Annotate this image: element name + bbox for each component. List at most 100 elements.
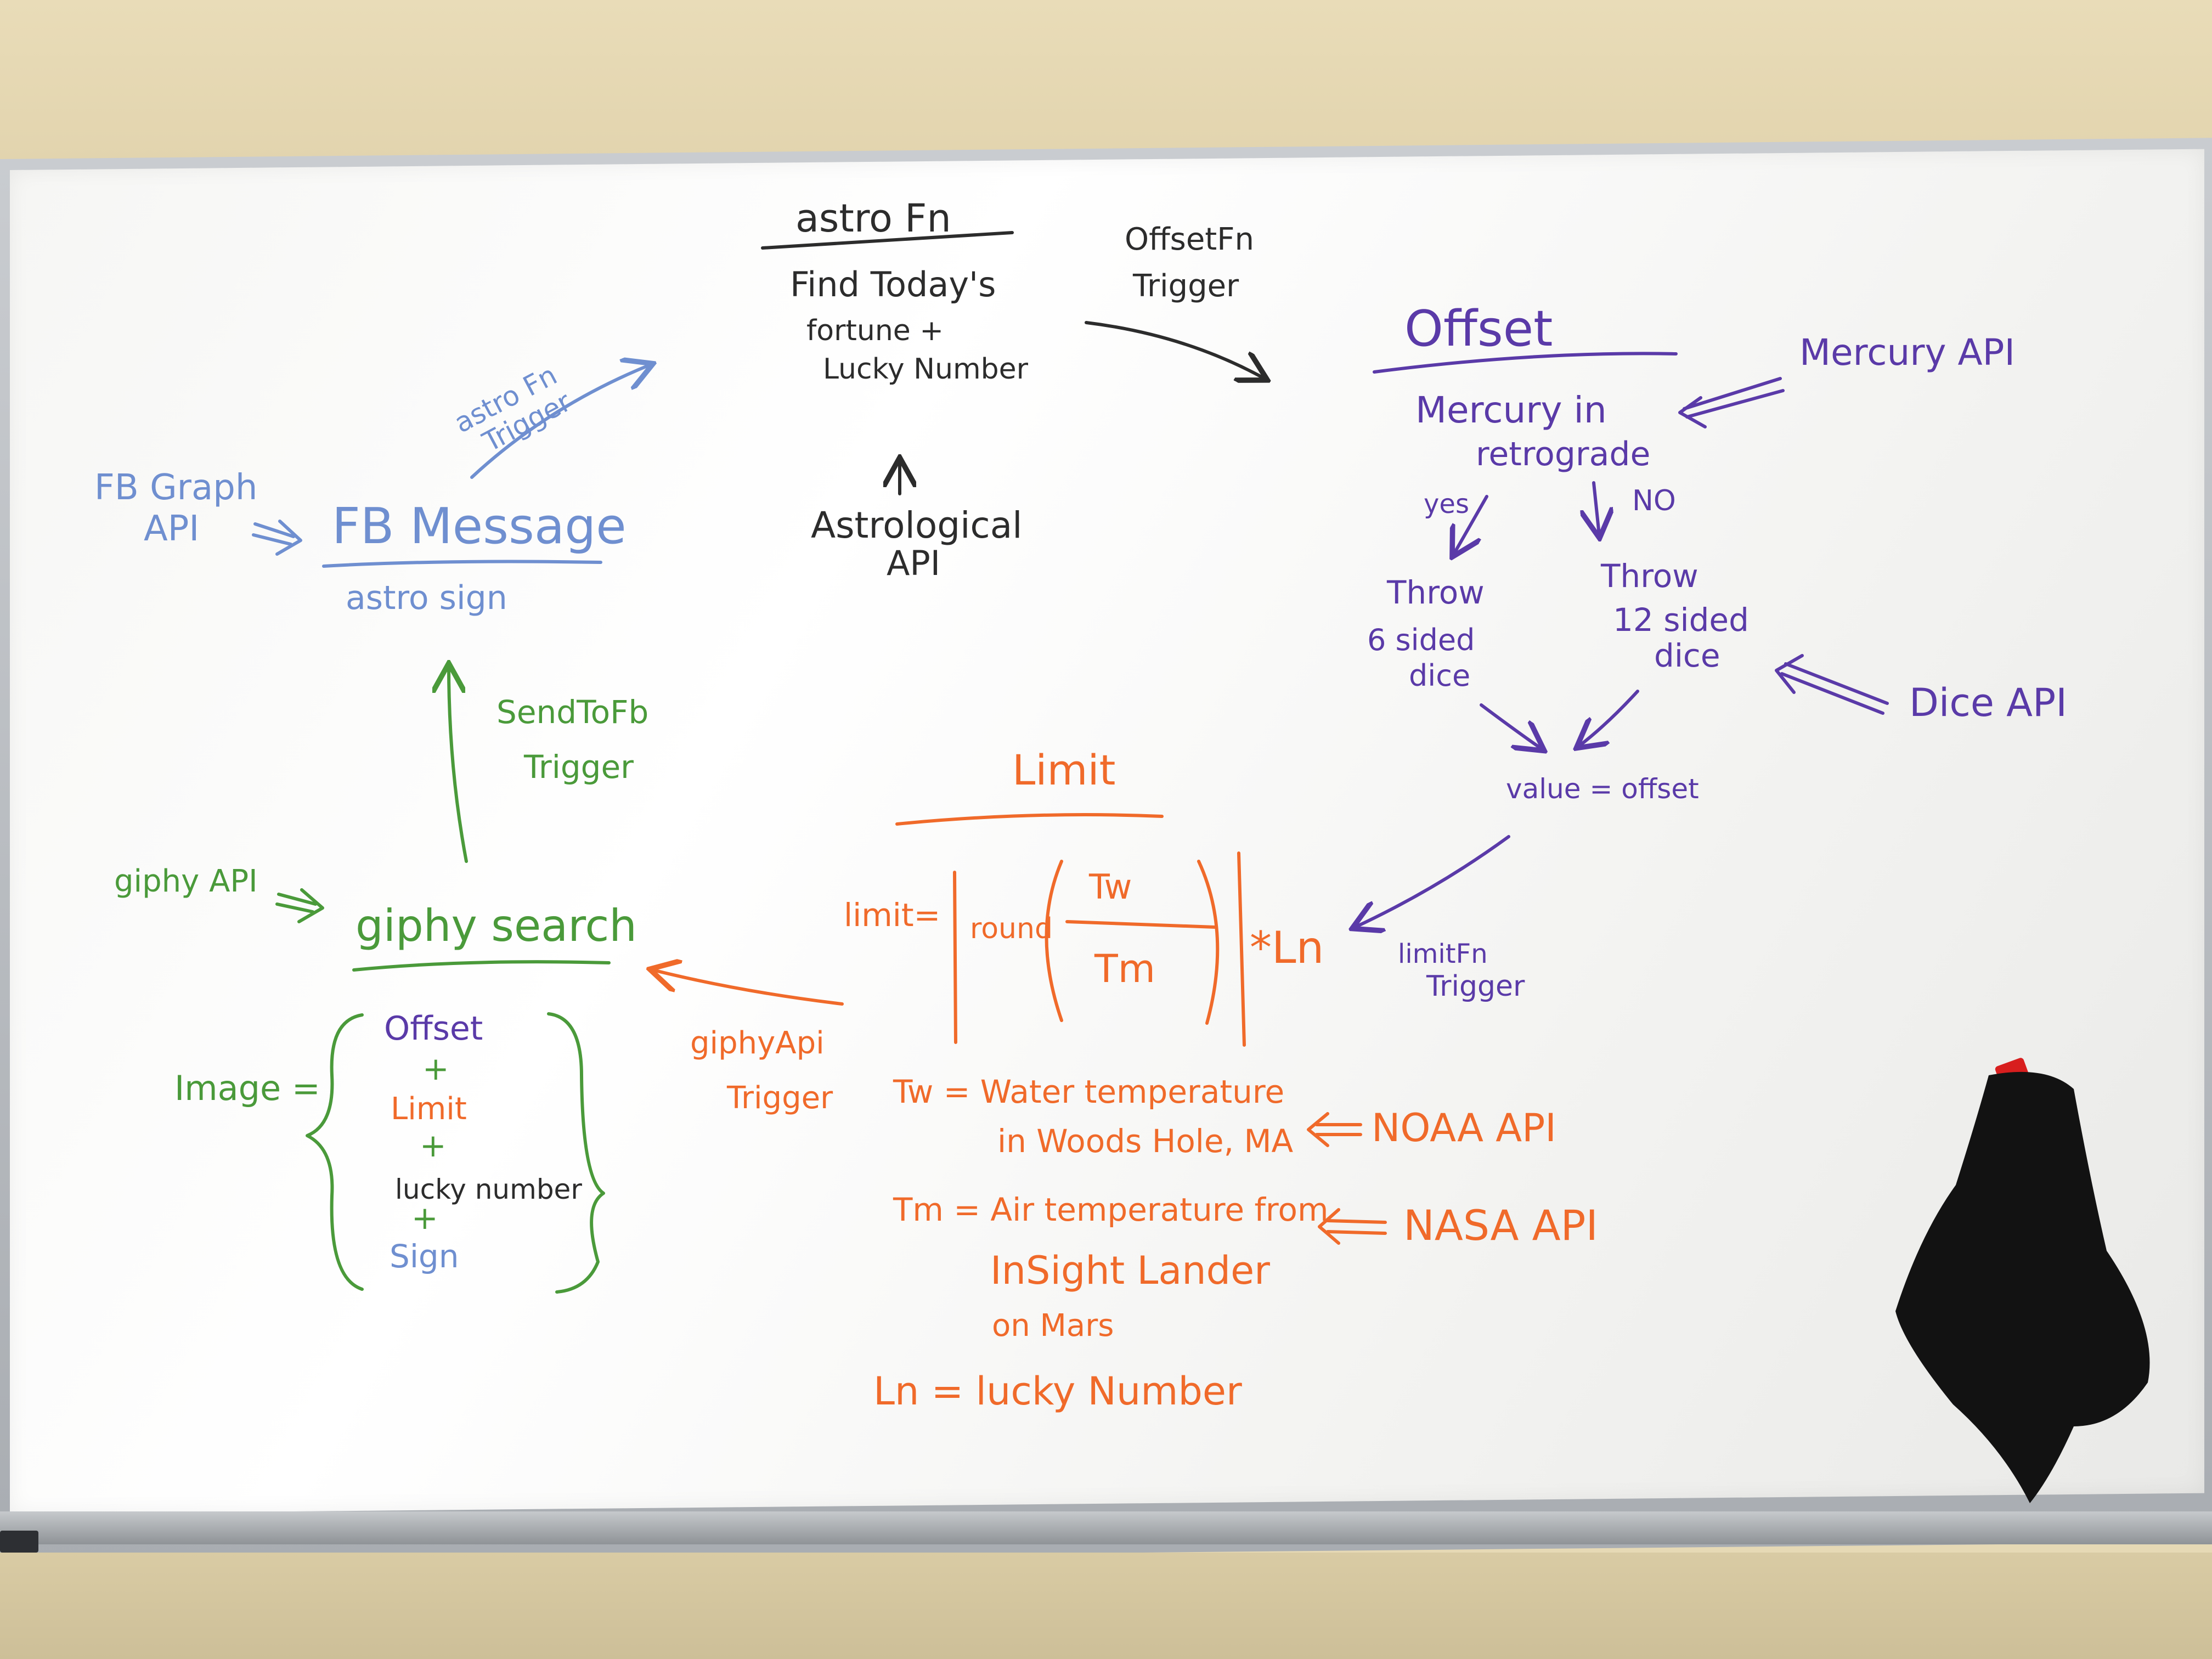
tm-line2: InSight Lander	[990, 1248, 1270, 1293]
astro-fn-block: astro Fn Find Today's fortune + Lucky Nu…	[761, 196, 1029, 583]
limit-block: Limit limit= round Tw Tm *Ln Tw = Water …	[844, 746, 1598, 1414]
giphy-trigger-line2: Trigger	[726, 1080, 833, 1116]
offset-title: Offset	[1404, 300, 1553, 358]
image-item-sign: Sign	[390, 1238, 459, 1275]
image-item-plus-2: +	[420, 1127, 447, 1164]
left-dice-line1: Throw	[1386, 574, 1485, 611]
fb-message-subtitle: astro sign	[346, 579, 507, 617]
mercury-api-arrowhead	[1678, 396, 1707, 428]
nasa-double-arrow	[1326, 1219, 1387, 1235]
mercury-api-double-arrow	[1683, 377, 1785, 419]
limit-trigger-line1: limitFn	[1398, 939, 1488, 969]
image-item-plus-3: +	[411, 1199, 438, 1237]
fb-graph-api-line2: API	[144, 509, 199, 549]
mercury-api-label: Mercury API	[1799, 331, 2015, 374]
giphy-trigger-line1: giphyApi	[690, 1025, 825, 1061]
offset-cond-line1: Mercury in	[1415, 389, 1607, 431]
astrological-api-line2: API	[887, 543, 940, 583]
fb-graph-api-line1: FB Graph	[94, 467, 257, 508]
fb-graph-api-double-arrow	[252, 522, 295, 546]
limit-lhs: limit=	[844, 896, 940, 934]
giphy-search-block: giphy API giphy search Image = Offset + …	[114, 864, 844, 1294]
no-label: NO	[1632, 484, 1676, 517]
offset-trigger: OffsetFn Trigger	[1085, 222, 1265, 379]
wall-bottom	[0, 1553, 2212, 1659]
image-item-offset: Offset	[384, 1009, 483, 1048]
fb-graph-api-arrowhead	[275, 520, 302, 556]
left-to-value-arrow	[1480, 703, 1542, 749]
tm-line3: on Mars	[992, 1308, 1114, 1344]
fb-message-underline	[322, 560, 602, 568]
tw-line1: Tw = Water temperature	[893, 1073, 1284, 1110]
astro-fn-underline	[761, 231, 1014, 250]
dice-api-double-arrow	[1780, 662, 1889, 715]
limit-numerator: Tw	[1088, 867, 1132, 907]
limit-trigger-arrow	[1355, 835, 1510, 927]
astro-trigger-arrow	[470, 365, 650, 479]
abs-right-bar	[1237, 851, 1246, 1047]
astrological-api-line1: Astrological	[811, 504, 1023, 546]
giphy-api-double-arrow	[275, 893, 317, 913]
fb-message-title: FB Message	[332, 498, 627, 555]
abs-left-bar	[953, 871, 957, 1044]
limit-underline	[895, 813, 1164, 826]
yes-arrow	[1454, 495, 1488, 554]
giphy-api-trigger-arrow	[653, 970, 844, 1006]
tray-end-cap	[0, 1531, 38, 1553]
noaa-double-arrow	[1315, 1123, 1362, 1136]
offset-block: Offset Mercury in retrograde Mercury API…	[1355, 300, 2067, 1003]
right-dice-line3: dice	[1654, 637, 1720, 674]
tw-line2: in Woods Hole, MA	[997, 1122, 1294, 1160]
image-item-limit: Limit	[391, 1091, 467, 1127]
nasa-arrowhead	[1318, 1208, 1340, 1245]
no-arrow	[1594, 481, 1599, 535]
yes-label: yes	[1424, 489, 1469, 520]
image-item-lucky-number: lucky number	[395, 1173, 582, 1205]
nasa-api-label: NASA API	[1403, 1201, 1598, 1250]
image-right-brace	[547, 1012, 605, 1294]
right-to-value-arrow	[1579, 690, 1639, 746]
giphy-api-label: giphy API	[114, 864, 258, 899]
value-offset-label: value = offset	[1506, 773, 1699, 805]
giphy-search-title: giphy search	[356, 900, 637, 951]
send-to-fb-trigger: SendToFb Trigger	[449, 667, 648, 863]
left-dice-line2: 6 sided	[1367, 623, 1475, 657]
dice-api-label: Dice API	[1909, 680, 2067, 725]
noaa-arrowhead	[1307, 1112, 1329, 1147]
image-label: Image =	[174, 1068, 320, 1108]
round-label: round	[970, 912, 1053, 945]
wall-top	[0, 0, 2212, 165]
limit-denominator: Tm	[1094, 946, 1155, 991]
offset-trigger-line1: OffsetFn	[1125, 222, 1254, 257]
limit-trigger-line2: Trigger	[1426, 970, 1525, 1003]
send-to-fb-line2: Trigger	[523, 748, 634, 786]
limit-title: Limit	[1012, 746, 1115, 794]
image-item-plus-1: +	[422, 1050, 449, 1087]
fraction-bar	[1065, 920, 1217, 929]
image-left-brace	[306, 1013, 364, 1291]
noaa-api-label: NOAA API	[1372, 1105, 1556, 1150]
cloth-body	[1895, 1071, 2150, 1503]
left-dice-line3: dice	[1409, 658, 1470, 693]
fb-message-block: FB Graph API FB Message astro sign astro…	[94, 359, 650, 617]
round-right-paren	[1197, 860, 1220, 1025]
astro-fn-line2: fortune +	[806, 314, 944, 347]
offset-underline	[1373, 352, 1678, 374]
offset-cond-line2: retrograde	[1476, 435, 1650, 473]
tm-line1: Tm = Air temperature from	[893, 1191, 1328, 1228]
right-dice-line2: 12 sided	[1613, 601, 1749, 639]
round-left-paren	[1045, 860, 1063, 1022]
ln-definition: Ln = lucky Number	[873, 1369, 1242, 1414]
offset-trigger-arrow	[1085, 321, 1265, 379]
astro-fn-line3: Lucky Number	[823, 353, 1029, 386]
hanging-cloth	[1895, 1058, 2150, 1503]
right-dice-line1: Throw	[1600, 557, 1699, 595]
giphy-search-underline	[352, 960, 611, 972]
offset-trigger-line2: Trigger	[1132, 268, 1239, 304]
send-to-fb-line1: SendToFb	[496, 693, 648, 731]
send-to-fb-arrow	[449, 667, 468, 863]
limit-multiplier: *Ln	[1250, 922, 1324, 973]
astro-fn-line1: Find Today's	[790, 264, 996, 304]
astro-fn-title: astro Fn	[795, 196, 951, 241]
